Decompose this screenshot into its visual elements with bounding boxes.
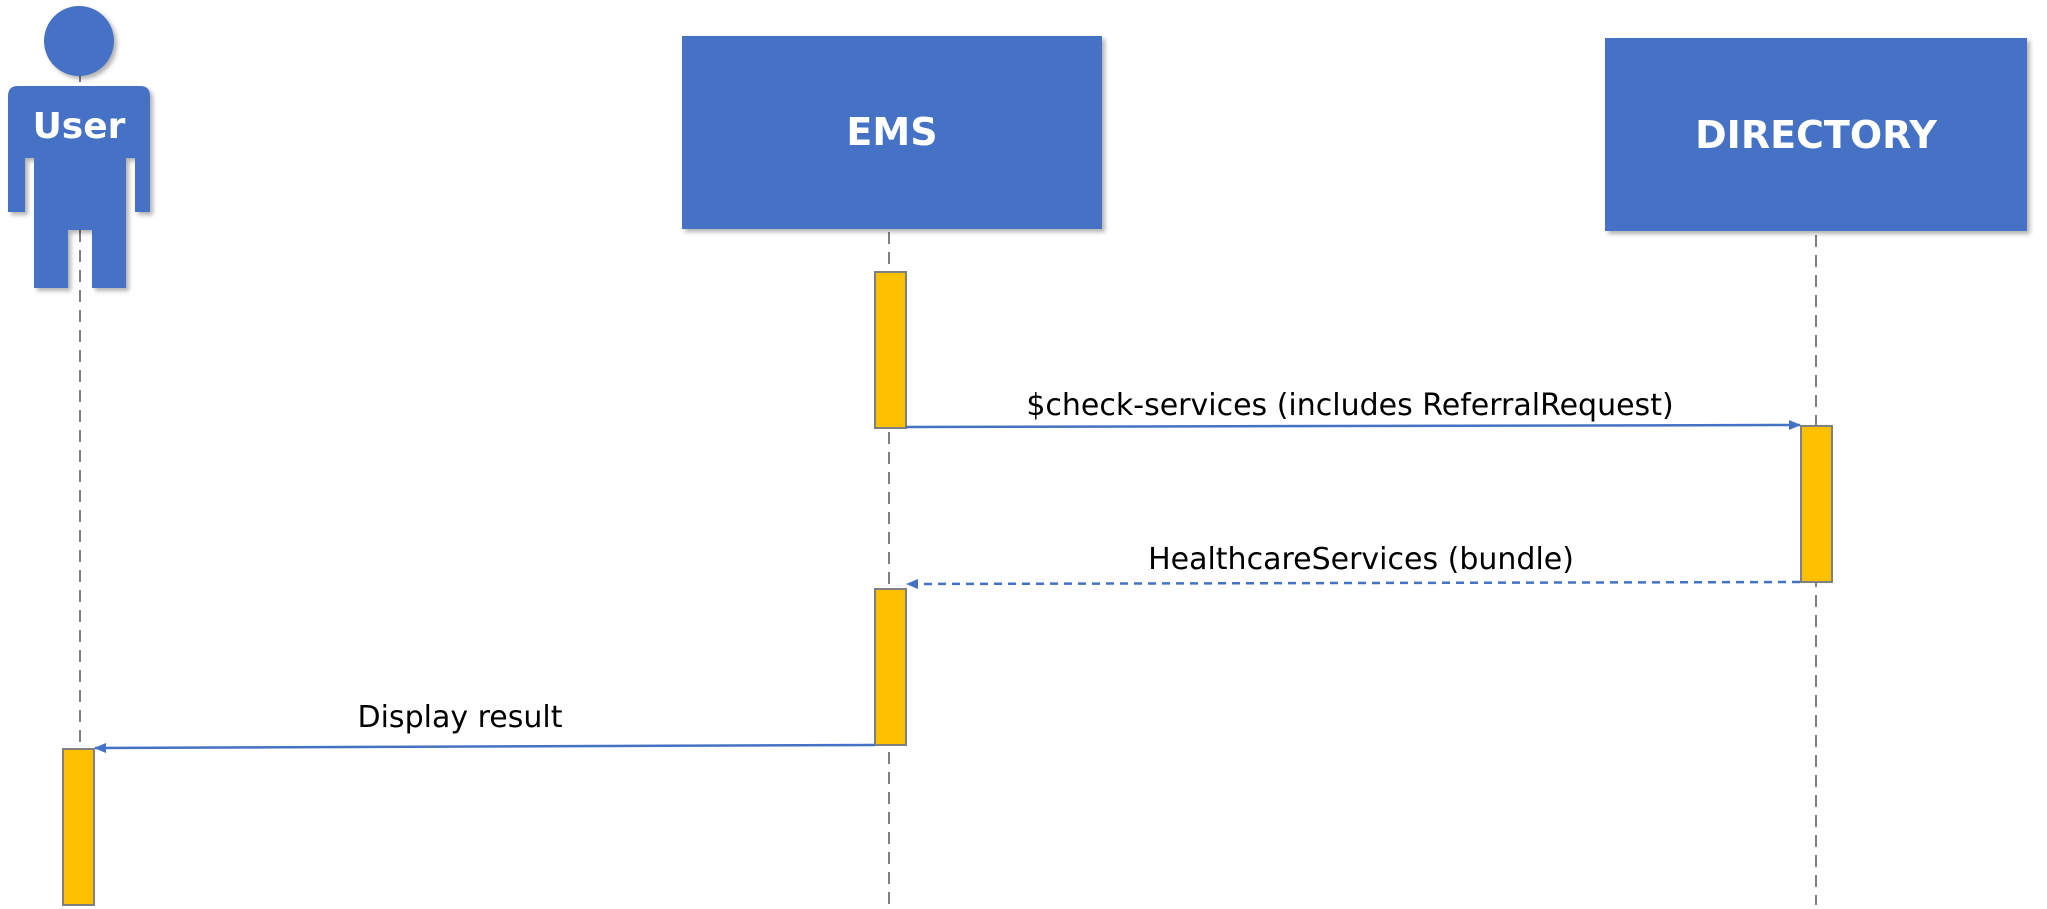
user-actor-icon bbox=[8, 6, 150, 288]
activation-bar-directory bbox=[1800, 425, 1833, 583]
activation-bar-user bbox=[62, 748, 95, 906]
message-label-healthcare-services: HealthcareServices (bundle) bbox=[1148, 542, 1574, 577]
message-label-display-result: Display result bbox=[358, 700, 563, 735]
message-arrow-healthcare-services bbox=[906, 578, 1801, 589]
activation-bar-ems-1 bbox=[874, 271, 907, 429]
message-label-check-services: $check-services (includes ReferralReques… bbox=[1026, 388, 1673, 423]
participant-box-ems bbox=[682, 36, 1102, 229]
message-arrow-check-services bbox=[905, 420, 1801, 431]
message-arrow-display-result bbox=[94, 742, 876, 753]
participant-label-user: User bbox=[33, 106, 126, 147]
participant-label-ems: EMS bbox=[846, 110, 937, 154]
activation-bar-ems-2 bbox=[874, 588, 907, 746]
participant-label-directory: DIRECTORY bbox=[1695, 113, 1937, 157]
participant-box-directory bbox=[1605, 38, 2027, 231]
